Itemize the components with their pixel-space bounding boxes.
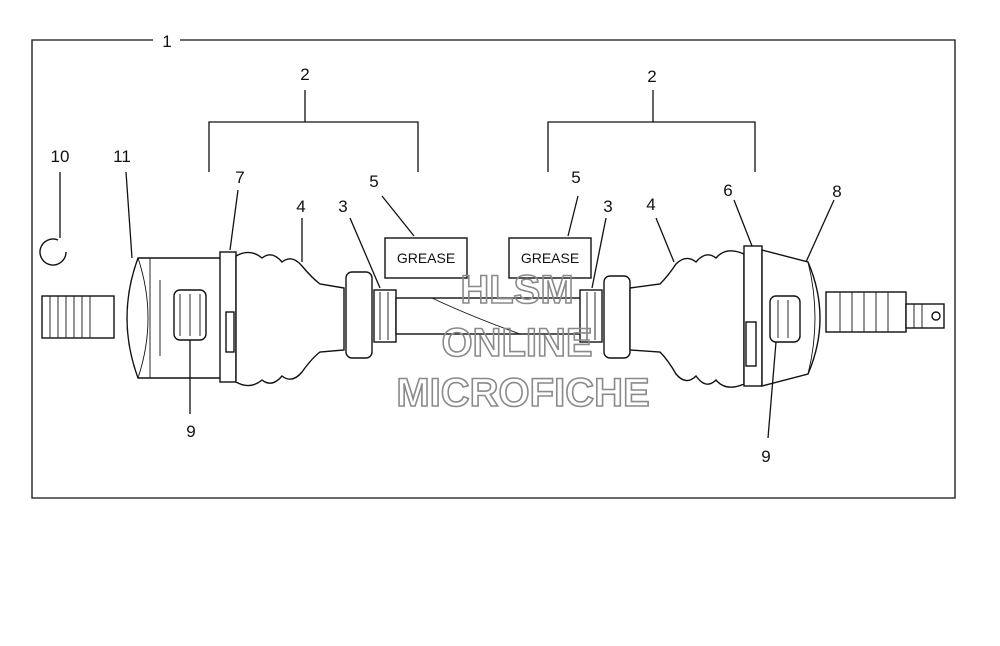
leader-lines	[59, 171, 835, 439]
assembly-frame	[31, 39, 956, 499]
outer-cv-joint-part	[761, 249, 821, 387]
left-small-clamp-part	[345, 271, 397, 359]
left-stub-shaft	[41, 295, 115, 339]
callout-6: 6	[723, 181, 732, 200]
callout-9-left: 9	[186, 422, 195, 441]
watermark-line-2: ONLINE	[441, 321, 592, 365]
callout-2-left: 2	[300, 65, 309, 84]
bracket-left	[208, 90, 419, 172]
inner-cv-housing-part	[126, 257, 223, 379]
watermark-line-1: HLSM	[460, 268, 573, 312]
callout-9-right: 9	[761, 447, 770, 466]
center-shaft-part	[395, 297, 583, 335]
callout-2-right: 2	[647, 67, 656, 86]
right-stub-shaft	[825, 291, 945, 333]
right-small-clamp-part	[579, 275, 631, 359]
watermark-line-3: MICROFICHE	[396, 371, 649, 415]
circlip-part	[39, 238, 67, 266]
callout-4-right: 4	[646, 195, 655, 214]
callout-5-right: 5	[571, 168, 580, 187]
right-boot-part	[629, 250, 745, 388]
left-boot-part	[235, 251, 345, 387]
bracket-right	[547, 90, 756, 172]
callout-3-right: 3	[603, 197, 612, 216]
callout-10: 10	[51, 147, 70, 166]
grease-label-right: GREASE	[521, 250, 579, 266]
callout-8: 8	[832, 182, 841, 201]
callout-4-left: 4	[296, 197, 305, 216]
grease-box-left	[384, 237, 468, 279]
grease-label-left: GREASE	[397, 250, 455, 266]
grease-box-right	[508, 237, 592, 279]
callout-7: 7	[235, 168, 244, 187]
callout-11: 11	[113, 147, 131, 166]
callout-3-left: 3	[338, 197, 347, 216]
callout-5-left: 5	[369, 172, 378, 191]
left-clamp-part	[219, 251, 237, 383]
callout-1: 1	[162, 32, 171, 51]
right-clamp-buckle	[745, 321, 757, 367]
